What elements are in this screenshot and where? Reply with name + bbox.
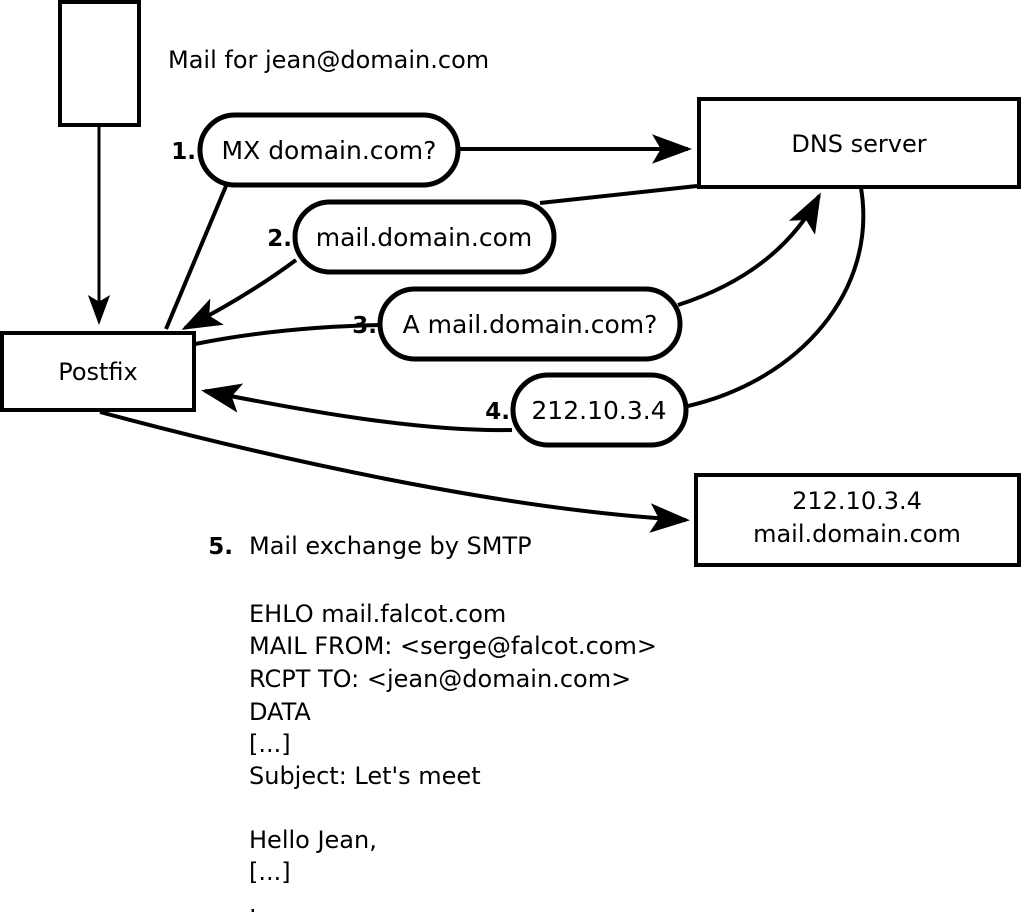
callout-step1 bbox=[197, 112, 461, 188]
step-number-5: 5. bbox=[208, 534, 233, 560]
transcript-line-7: Hello Jean, bbox=[249, 826, 377, 854]
callout-step3-label: A mail.domain.com? bbox=[403, 310, 658, 339]
callout-step4 bbox=[510, 372, 689, 448]
edge-dns-to-step2 bbox=[539, 184, 698, 205]
node-dns-server bbox=[697, 97, 1021, 189]
callout-step1-label: MX domain.com? bbox=[222, 136, 437, 165]
callout-step3 bbox=[377, 286, 683, 362]
edge-postfix-to-step3 bbox=[194, 323, 382, 346]
node-mail-source bbox=[58, 0, 141, 127]
node-mail-server-ip: 212.10.3.4 bbox=[792, 487, 922, 515]
callout-step2-label: mail.domain.com bbox=[316, 223, 532, 252]
step5-label: Mail exchange by SMTP bbox=[249, 532, 532, 560]
step-number-1: 1. bbox=[171, 139, 196, 165]
callout-step2 bbox=[292, 199, 557, 275]
transcript-line-5: Subject: Let's meet bbox=[249, 762, 481, 790]
step-number-2: 2. bbox=[267, 226, 292, 252]
node-mail-server bbox=[694, 473, 1021, 567]
transcript-line-2: RCPT TO: <jean@domain.com> bbox=[249, 665, 631, 693]
transcript-line-9: . bbox=[249, 890, 257, 918]
transcript-line-8: [...] bbox=[249, 858, 291, 886]
callout-step4-label: 212.10.3.4 bbox=[531, 396, 666, 425]
edge-step3-to-dns bbox=[677, 192, 821, 307]
node-postfix-label: Postfix bbox=[58, 358, 138, 386]
edge-dns-to-step4 bbox=[687, 187, 866, 408]
node-mail-server-host: mail.domain.com bbox=[753, 520, 961, 548]
transcript-line-4: [...] bbox=[249, 730, 291, 758]
node-postfix bbox=[0, 331, 196, 412]
diagram-title: Mail for jean@domain.com bbox=[168, 46, 489, 74]
step-number-4: 4. bbox=[485, 399, 510, 425]
transcript-line-1: MAIL FROM: <serge@falcot.com> bbox=[249, 632, 657, 660]
step-number-3: 3. bbox=[352, 313, 377, 339]
edge-postfix-to-mailserver bbox=[99, 410, 690, 533]
edge-step2-to-postfix bbox=[181, 258, 298, 330]
transcript-line-3: DATA bbox=[249, 698, 311, 726]
transcript-line-0: EHLO mail.falcot.com bbox=[249, 600, 506, 628]
edge-step4-to-postfix bbox=[201, 383, 513, 433]
edge-step1-tail bbox=[164, 185, 228, 330]
node-dns-server-label: DNS server bbox=[791, 130, 926, 158]
